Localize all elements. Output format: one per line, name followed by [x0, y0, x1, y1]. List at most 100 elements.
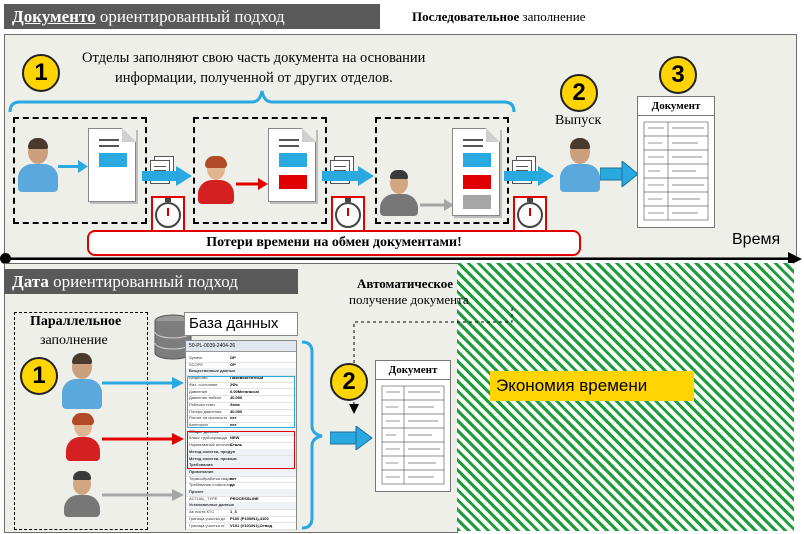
step1-badge-bottom: 1 — [20, 357, 58, 395]
time-axis-origin — [0, 253, 11, 264]
step2-badge-bottom: 2 — [330, 363, 368, 401]
sequential-filling-label: Последовательное заполнение — [412, 9, 585, 25]
database-row-value: GP — [230, 361, 236, 367]
data-oriented-title-bold: Дата — [12, 272, 49, 291]
department-box-3 — [375, 117, 509, 224]
stopwatch-icon-3 — [517, 198, 543, 228]
person-grey-bottom-icon — [64, 471, 100, 517]
database-row-key: Вещественные данные — [189, 368, 236, 374]
database-row-key: Класс трубопровода — [189, 435, 227, 441]
database-row-key: Рабочая темп. — [189, 401, 216, 407]
document-oriented-title: Документо ориентированный подход — [4, 4, 380, 29]
time-loss-banner: Потери времени на обмен документами! — [87, 230, 581, 256]
database-row-key: Расчет на прочность — [189, 415, 228, 421]
time-loss-text: Потери времени на обмен документами — [206, 235, 458, 250]
person-blue-icon — [18, 138, 58, 192]
database-row: Рабочая темп.Зона — [186, 402, 296, 410]
database-panel-header: 50-PL-0039-2404-26 — [186, 341, 296, 352]
database-row-value: Пиковоагентный — [230, 375, 264, 381]
database-row-key: Примечание — [189, 468, 214, 474]
database-label: База данных — [184, 312, 298, 336]
database-row-value: PROCESSLINE — [230, 495, 259, 501]
auto-retrieval-bold: Автоматическое — [357, 276, 453, 291]
database-row: Давление 0.00Мегаrасcal — [186, 389, 296, 397]
step1-badge-top: 1 — [22, 54, 60, 92]
database-row: Установочные данные — [186, 502, 296, 511]
step2-badge-top: 2 — [560, 74, 598, 112]
release-label: Выпуск — [555, 113, 602, 128]
database-row-key: Категория — [189, 422, 208, 427]
department-box-1 — [13, 117, 147, 224]
auto-retrieval-rest: получение документа — [349, 292, 469, 307]
final-document-bottom: Документ — [375, 360, 451, 492]
database-row-key: Термообработка сварки — [189, 475, 234, 481]
document-stage-1 — [88, 128, 136, 202]
database-row-value: нет — [230, 422, 237, 427]
arrow-blue-bottom — [102, 377, 184, 389]
database-row-value: 0.00Мегаrасcal — [230, 388, 259, 394]
database-row-value: P100 (P100/N1),4102 — [230, 515, 269, 521]
time-axis — [4, 258, 794, 260]
database-row-key: Метод очистки, промыв — [189, 455, 237, 461]
person-blue-bottom-icon — [62, 353, 102, 409]
arrow-to-document-bottom — [330, 426, 373, 450]
database-row-key: ACTUAL_TYPE — [189, 495, 218, 501]
department-box-2 — [193, 117, 327, 224]
db-highlight-red — [187, 431, 295, 469]
step1-description-line1: Отделы заполняют свою часть документа на… — [82, 50, 426, 66]
auto-retrieval-leader — [349, 308, 513, 414]
database-row: Примечание — [186, 468, 296, 477]
final-document-top-label: Документ — [638, 97, 714, 116]
release-arrow — [600, 161, 639, 187]
transfer-arrow-3 — [504, 166, 554, 186]
database-row-key: Давление тюбинг — [189, 395, 222, 401]
database-row-key: Требования стойкости — [189, 482, 231, 488]
document-stage-2 — [268, 128, 316, 202]
database-row-key: Метод очистки, продув — [189, 448, 235, 454]
database-row-value: нет — [230, 475, 237, 481]
database-row-value: 1_3 — [230, 509, 237, 515]
time-axis-arrowhead — [788, 252, 802, 266]
step3-badge-top: 3 — [659, 56, 697, 94]
db-highlight-blue — [187, 376, 295, 428]
person-red-icon — [198, 156, 234, 204]
database-row-key: Требования — [189, 462, 213, 468]
transfer-arrow-2 — [322, 166, 374, 186]
parallel-rest: заполнение — [40, 333, 108, 348]
time-savings-label: Экономия времени — [490, 371, 694, 401]
stopwatch-icon-1 — [155, 198, 181, 228]
document-oriented-title-rest: ориентированный подход — [95, 7, 285, 26]
database-row-key: Нормативный источник — [189, 442, 233, 448]
database-row-value: NEW — [230, 435, 240, 441]
sequential-bold: Последовательное — [412, 9, 520, 24]
database-row-key: Давление — [189, 388, 208, 394]
database-row-key: System — [189, 355, 203, 360]
database-row-key: Ав листа КТС — [189, 509, 215, 515]
database-icon — [154, 314, 192, 360]
final-document-top: Документ — [637, 96, 715, 228]
time-loss-suffix: ! — [457, 235, 462, 250]
document-stage-3 — [452, 128, 500, 216]
database-row-key: Прочее — [189, 489, 204, 494]
arrowhead-blue-1 — [78, 160, 88, 173]
final-document-bottom-content — [381, 385, 445, 485]
database-row-key: Вещество — [189, 375, 208, 381]
database-row: Ав листа КТС 1_3 — [186, 509, 296, 517]
database-row-key: Граница участка от — [189, 522, 225, 528]
parallel-bold: Параллельное — [30, 314, 122, 329]
arrow-grey-1 — [420, 199, 454, 211]
database-row-value: нет — [230, 415, 237, 421]
database-row-value: 40.000 — [230, 408, 243, 414]
arrow-grey-bottom — [102, 489, 184, 501]
brace-bottom — [301, 340, 323, 530]
database-row-value: Сталь — [230, 442, 243, 448]
